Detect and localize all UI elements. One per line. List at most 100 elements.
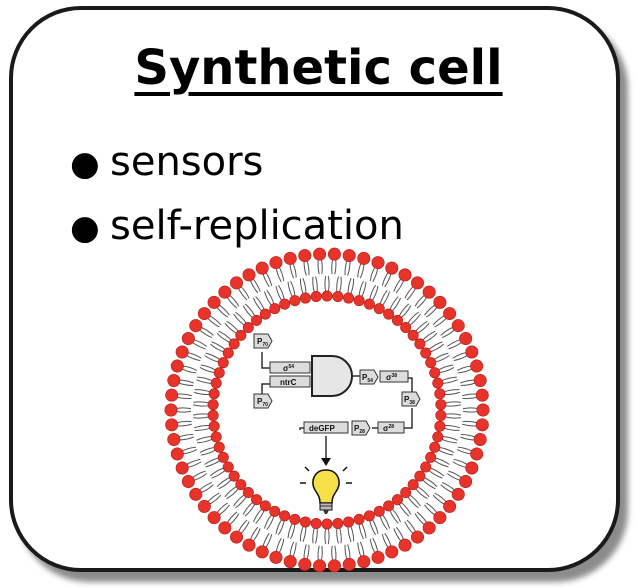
lipid-tail — [395, 526, 405, 542]
lipid-head-outer — [398, 538, 412, 552]
gene-label: σ28 — [383, 424, 394, 433]
lipid-tail — [443, 391, 460, 396]
lipid-tail — [302, 526, 307, 543]
lipid-tail — [357, 261, 363, 278]
lipid-head-outer — [197, 499, 211, 513]
lipid-head-outer — [230, 530, 244, 544]
lipid-tail — [344, 544, 348, 561]
lipid-tail — [327, 275, 330, 293]
lipid-tail — [235, 496, 247, 509]
lipid-tail — [440, 326, 455, 336]
lipid-head-outer — [465, 345, 479, 359]
lightbulb-icon — [300, 460, 352, 514]
lipid-tail — [262, 532, 270, 548]
lipid-head-inner — [207, 399, 219, 411]
lipid-tail — [347, 544, 351, 561]
lipid-tail — [194, 427, 211, 431]
lipid-head-outer — [465, 461, 479, 475]
lipid-head-outer — [164, 403, 178, 417]
lipid-tail — [428, 469, 443, 479]
gene-sigma38 — [379, 370, 409, 383]
lipid-head-inner — [353, 513, 365, 525]
lipid-tail — [389, 296, 399, 311]
lipid-tail — [423, 332, 438, 344]
lipid-bilayer-membrane — [164, 247, 490, 573]
lipid-tail — [289, 262, 295, 279]
lipid-head-outer — [283, 555, 297, 569]
circuit-wires — [261, 352, 413, 462]
lipid-tail — [299, 278, 304, 295]
lipid-head-inner — [289, 513, 301, 525]
lipid-head-outer — [385, 261, 399, 275]
lipid-head-inner — [310, 517, 322, 529]
lipid-tail — [422, 330, 436, 341]
lipid-head-inner — [407, 479, 419, 491]
lipid-tail — [192, 413, 210, 416]
lipid-tail — [433, 459, 449, 468]
lipid-tail — [384, 532, 392, 548]
lipid-head-inner — [235, 329, 247, 341]
lipid-tail — [218, 479, 232, 490]
lipid-tail — [206, 316, 220, 328]
promoter-p70-top — [253, 333, 273, 349]
lipid-tail — [350, 278, 355, 295]
lipid-tail — [209, 467, 225, 477]
lipid-tail — [357, 542, 363, 559]
lipid-tail — [218, 330, 232, 341]
lipid-head-inner — [208, 420, 220, 432]
lipid-head-inner — [407, 329, 419, 341]
lipid-head-inner — [213, 441, 225, 453]
lipid-head-inner — [210, 377, 222, 389]
lipid-tail — [393, 277, 403, 292]
lipid-tail — [299, 525, 304, 542]
lipid-tail — [344, 259, 348, 276]
lipid-tail — [193, 416, 210, 419]
lipid-tail — [235, 311, 247, 324]
lipid-tail — [251, 528, 261, 543]
lipid-tail — [200, 364, 217, 371]
lipid-tail — [206, 492, 220, 504]
lipid-tail — [287, 522, 293, 539]
lipid-tail — [312, 276, 315, 293]
lipid-head-outer — [459, 474, 473, 488]
lipid-tail — [320, 545, 323, 563]
lipid-tail — [460, 436, 477, 441]
lipid-tail — [414, 487, 428, 500]
lipid-head-outer — [181, 474, 195, 488]
lipid-tail — [347, 526, 352, 543]
lipid-head-outer — [189, 319, 203, 333]
lipid-head-inner — [222, 347, 234, 359]
bullet-icon: ● — [70, 144, 100, 184]
lipid-tail — [453, 354, 469, 362]
lipid-tail — [443, 424, 460, 429]
lipid-head-inner — [391, 494, 403, 506]
lipid-tail — [290, 523, 296, 540]
lipid-tail — [198, 481, 213, 492]
lipid-head-inner — [435, 409, 447, 421]
lipid-head-inner — [373, 505, 385, 517]
lipid-tail — [404, 521, 415, 535]
lipid-tail — [244, 303, 256, 317]
promoter-label: P70 — [257, 397, 268, 408]
lipid-tail — [255, 296, 265, 311]
lipid-head-outer — [175, 461, 189, 475]
lipid-tail — [406, 519, 417, 534]
lipid-head-outer — [218, 521, 232, 535]
lipid-head-outer — [410, 530, 424, 544]
lipid-tail — [211, 469, 226, 479]
lipid-head-outer — [422, 285, 436, 299]
lipid-head-inner — [391, 314, 403, 326]
lipid-tail — [400, 305, 412, 319]
lipid-head-inner — [429, 441, 441, 453]
lipid-tail — [249, 526, 259, 542]
lipid-tail — [407, 311, 419, 324]
lipid-tail — [190, 470, 206, 479]
lipid-head-inner — [434, 388, 446, 400]
lipid-tail — [252, 297, 263, 312]
promoter-label: P54 — [362, 373, 373, 384]
gene-degfp — [303, 421, 349, 434]
lipid-tail — [303, 259, 307, 276]
lipid-tail — [306, 259, 310, 276]
lipid-tail — [462, 410, 480, 413]
lipid-head-inner — [420, 347, 432, 359]
